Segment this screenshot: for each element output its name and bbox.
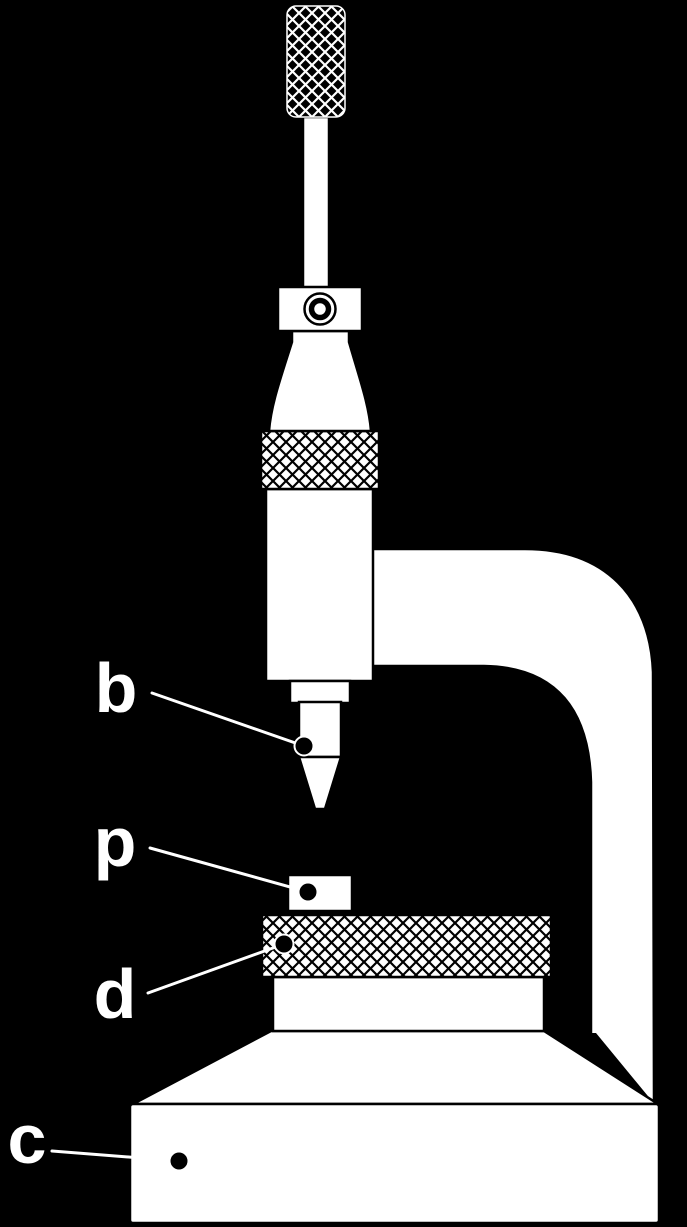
spindle-rod [301,115,331,304]
label-d: d [94,955,137,1033]
label-p: p [94,803,137,881]
lock-ring-inner [308,297,332,321]
pointer-dot-c [168,1150,190,1172]
table-column [271,975,546,1033]
base-plate [128,1102,661,1225]
label-b: b [95,649,138,727]
leader-line-b [150,691,306,748]
pointer-dot-p [297,881,319,903]
pointer-dot-b [293,735,315,757]
tip-collar [288,679,352,705]
knurled-table [260,913,553,979]
leader-line-p [148,846,310,894]
knurled-knob [286,5,346,118]
label-c: c [8,1100,47,1178]
knurled-sleeve [259,429,381,491]
pointer-dot-d [273,933,295,955]
arm-base-gap [549,1033,652,1101]
leader-line-d [146,942,286,995]
instrument-body [264,487,375,683]
tapered-neck [267,329,373,433]
leader-line-c [50,1149,181,1163]
tip-point [297,755,343,811]
